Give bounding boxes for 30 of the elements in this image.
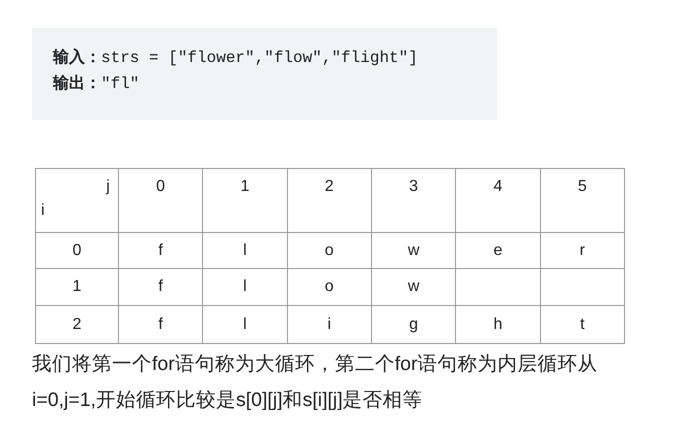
cell-text: 4 bbox=[492, 177, 504, 197]
cell-text: 0 bbox=[71, 240, 82, 260]
cell-text: i bbox=[326, 314, 332, 334]
cell-text: 2 bbox=[71, 314, 82, 334]
cell-text: l bbox=[242, 277, 248, 297]
cell-text: f bbox=[157, 240, 164, 260]
cell-text: t bbox=[579, 314, 586, 334]
cell-text: w bbox=[406, 277, 420, 297]
cell-text: 2 bbox=[324, 177, 335, 197]
cell-text: w bbox=[406, 240, 420, 260]
cell-text: o bbox=[324, 277, 335, 297]
cell-text: h bbox=[492, 314, 504, 334]
cell-text: 5 bbox=[576, 177, 588, 197]
row-index-label: i bbox=[41, 201, 45, 221]
cell-text: 3 bbox=[408, 177, 420, 197]
cell-text: 1 bbox=[239, 177, 250, 197]
cell-text: 0 bbox=[155, 177, 166, 197]
cell-text: g bbox=[408, 314, 420, 334]
paragraph: 我们将第一个for语句称为大循环，第二个for语句称为内层循环从 i=0,j=1,开始循环比较是s[0][j]和s[i][j]是否相等 bbox=[32, 352, 599, 413]
column-index-label: j bbox=[106, 177, 110, 197]
cell-text: 1 bbox=[71, 277, 82, 297]
cell-text: o bbox=[324, 240, 335, 260]
cell-text: f bbox=[157, 277, 164, 297]
cell-text: f bbox=[157, 314, 164, 334]
code-line: 输出："fl" bbox=[53, 74, 140, 95]
cell-text: l bbox=[242, 240, 248, 260]
code-line: 输入：strs = ["flower","flow","flight"] bbox=[53, 47, 418, 69]
cell-text: e bbox=[492, 240, 504, 260]
cell-text: r bbox=[578, 240, 586, 260]
cell-text: l bbox=[242, 314, 248, 334]
